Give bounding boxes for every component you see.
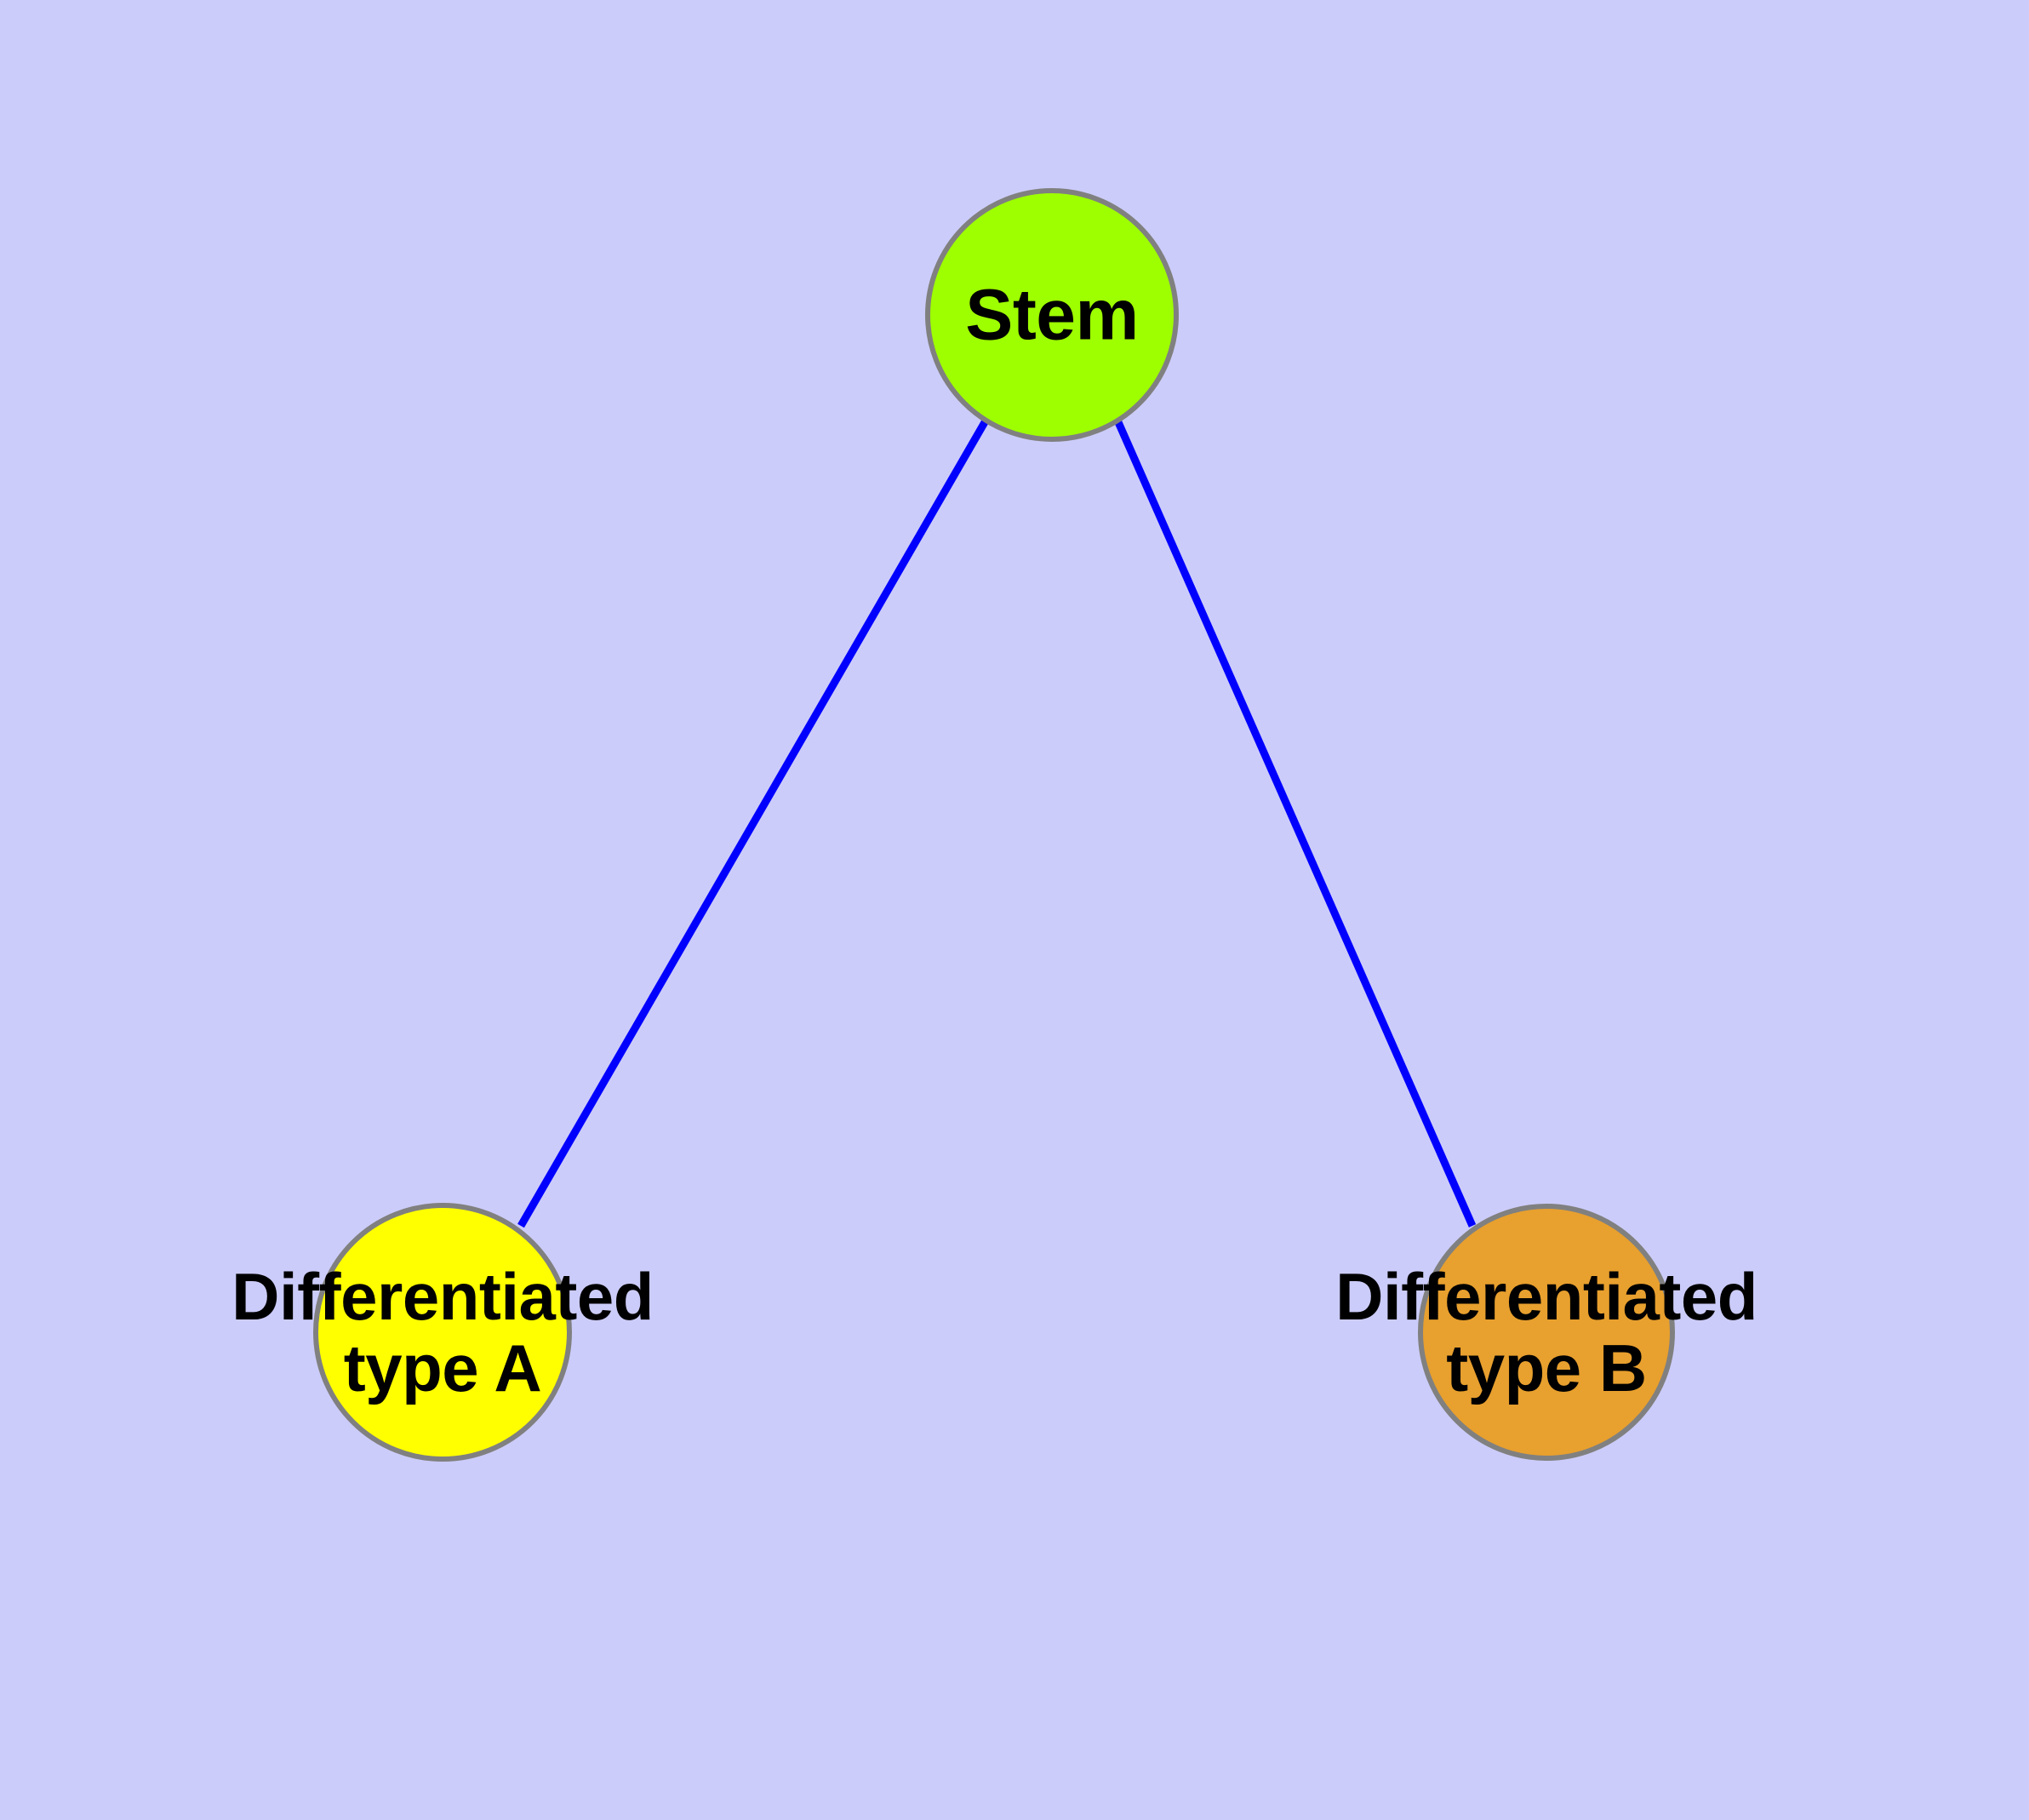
edge-stem-to-diff-b — [1114, 421, 1477, 1228]
graph-node-stem-label: Stem — [965, 274, 1139, 355]
graph-node-differentiated-type-a[interactable]: Differentiated type A — [231, 1203, 654, 1462]
graph-node-differentiated-type-b[interactable]: Differentiated type B — [1335, 1204, 1758, 1461]
graph-node-stem[interactable]: Stem — [925, 188, 1179, 442]
edge-stem-to-diff-a — [517, 420, 988, 1228]
